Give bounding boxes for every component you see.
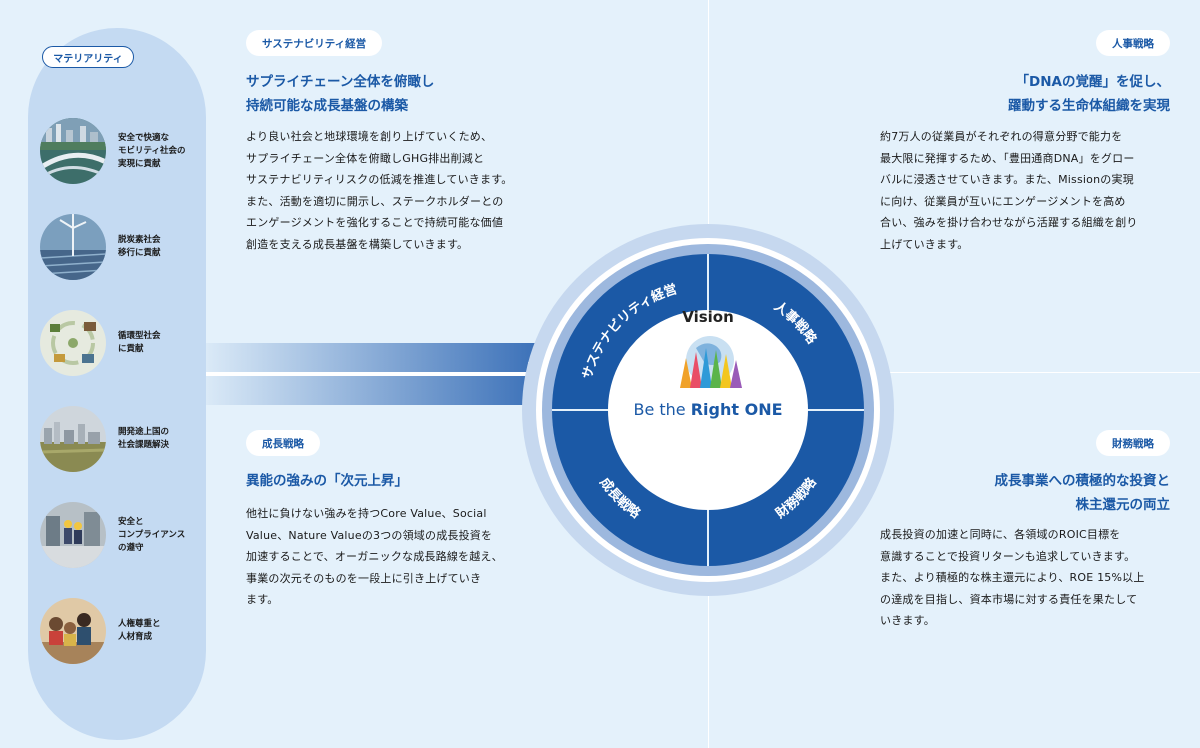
finance-heading: 成長事業への積極的な投資と 株主還元の両立	[994, 473, 1171, 513]
finance-tag: 財務戦略	[1096, 430, 1170, 456]
logo-prefix: Be the	[633, 400, 690, 419]
materiality-label: 循環型社会 に貢献	[118, 331, 161, 354]
materiality-item-human-rights: 人権尊重と 人材育成	[40, 598, 202, 664]
people-meeting-photo-icon	[40, 598, 106, 664]
materiality-item-decarbon: 脱炭素社会 移行に貢献	[40, 214, 202, 280]
hr-tag: 人事戦略	[1096, 30, 1170, 56]
developing-city-photo-icon	[40, 406, 106, 472]
sustainability-heading: サプライチェーン全体を俯瞰し 持続可能な成長基盤の構築	[246, 74, 435, 114]
growth-body: 他社に負けない強みを持つCore Value、Social Value、Natu…	[246, 507, 503, 606]
center-circle	[608, 310, 808, 510]
growth-tag: 成長戦略	[246, 430, 320, 456]
horizontal-divider	[880, 372, 1200, 373]
materiality-title: マテリアリティ	[42, 46, 134, 68]
materiality-label: 安全で快適な モビリティ社会の 実現に貢献	[118, 132, 186, 169]
hr-heading: 「DNAの覚醒」を促し、 躍動する生命体組織を実現	[1008, 74, 1170, 114]
materiality-label: 安全と コンプライアンス の遵守	[118, 516, 186, 553]
factory-workers-photo-icon	[40, 502, 106, 568]
materiality-item-developing: 開発途上国の 社会課題解決	[40, 406, 202, 472]
sustainability-tag: サステナビリティ経営	[246, 30, 383, 56]
hr-body: 約7万人の従業員がそれぞれの得意分野で能力を 最大限に発揮するため、「豊田通商D…	[880, 130, 1138, 251]
materiality-label: 脱炭素社会 移行に貢献	[118, 235, 161, 258]
wind-turbine-photo-icon	[40, 214, 106, 280]
globe-hands-logo-icon	[680, 336, 742, 388]
materiality-item-mobility: 安全で快適な モビリティ社会の 実現に貢献	[40, 118, 202, 184]
materiality-item-compliance: 安全と コンプライアンス の遵守	[40, 502, 202, 568]
growth-heading: 異能の強みの「次元上昇」	[246, 473, 408, 489]
logo-emphasis: Right ONE	[691, 400, 783, 419]
sustainability-body: より良い社会と地球環境を創り上げていくため、 サプライチェーン全体を俯瞰しGHG…	[246, 130, 513, 251]
arrow-line	[206, 372, 528, 376]
vision-title: Vision	[682, 308, 734, 326]
recycling-photo-icon	[40, 310, 106, 376]
materiality-label: 開発途上国の 社会課題解決	[118, 427, 170, 450]
materiality-item-circular: 循環型社会 に貢献	[40, 310, 202, 376]
materiality-label: 人権尊重と 人材育成	[118, 619, 161, 642]
city-highway-photo-icon	[40, 118, 106, 184]
finance-body: 成長投資の加速と同時に、各領域のROIC目標を 意識することで投資リターンも追求…	[880, 528, 1145, 627]
strategy-circle-diagram: サステナビリティ経営 人事戦略 成長戦略 財務戦略 Vision Be the …	[522, 224, 894, 596]
vision-logo-text: Be the Right ONE	[633, 400, 782, 419]
